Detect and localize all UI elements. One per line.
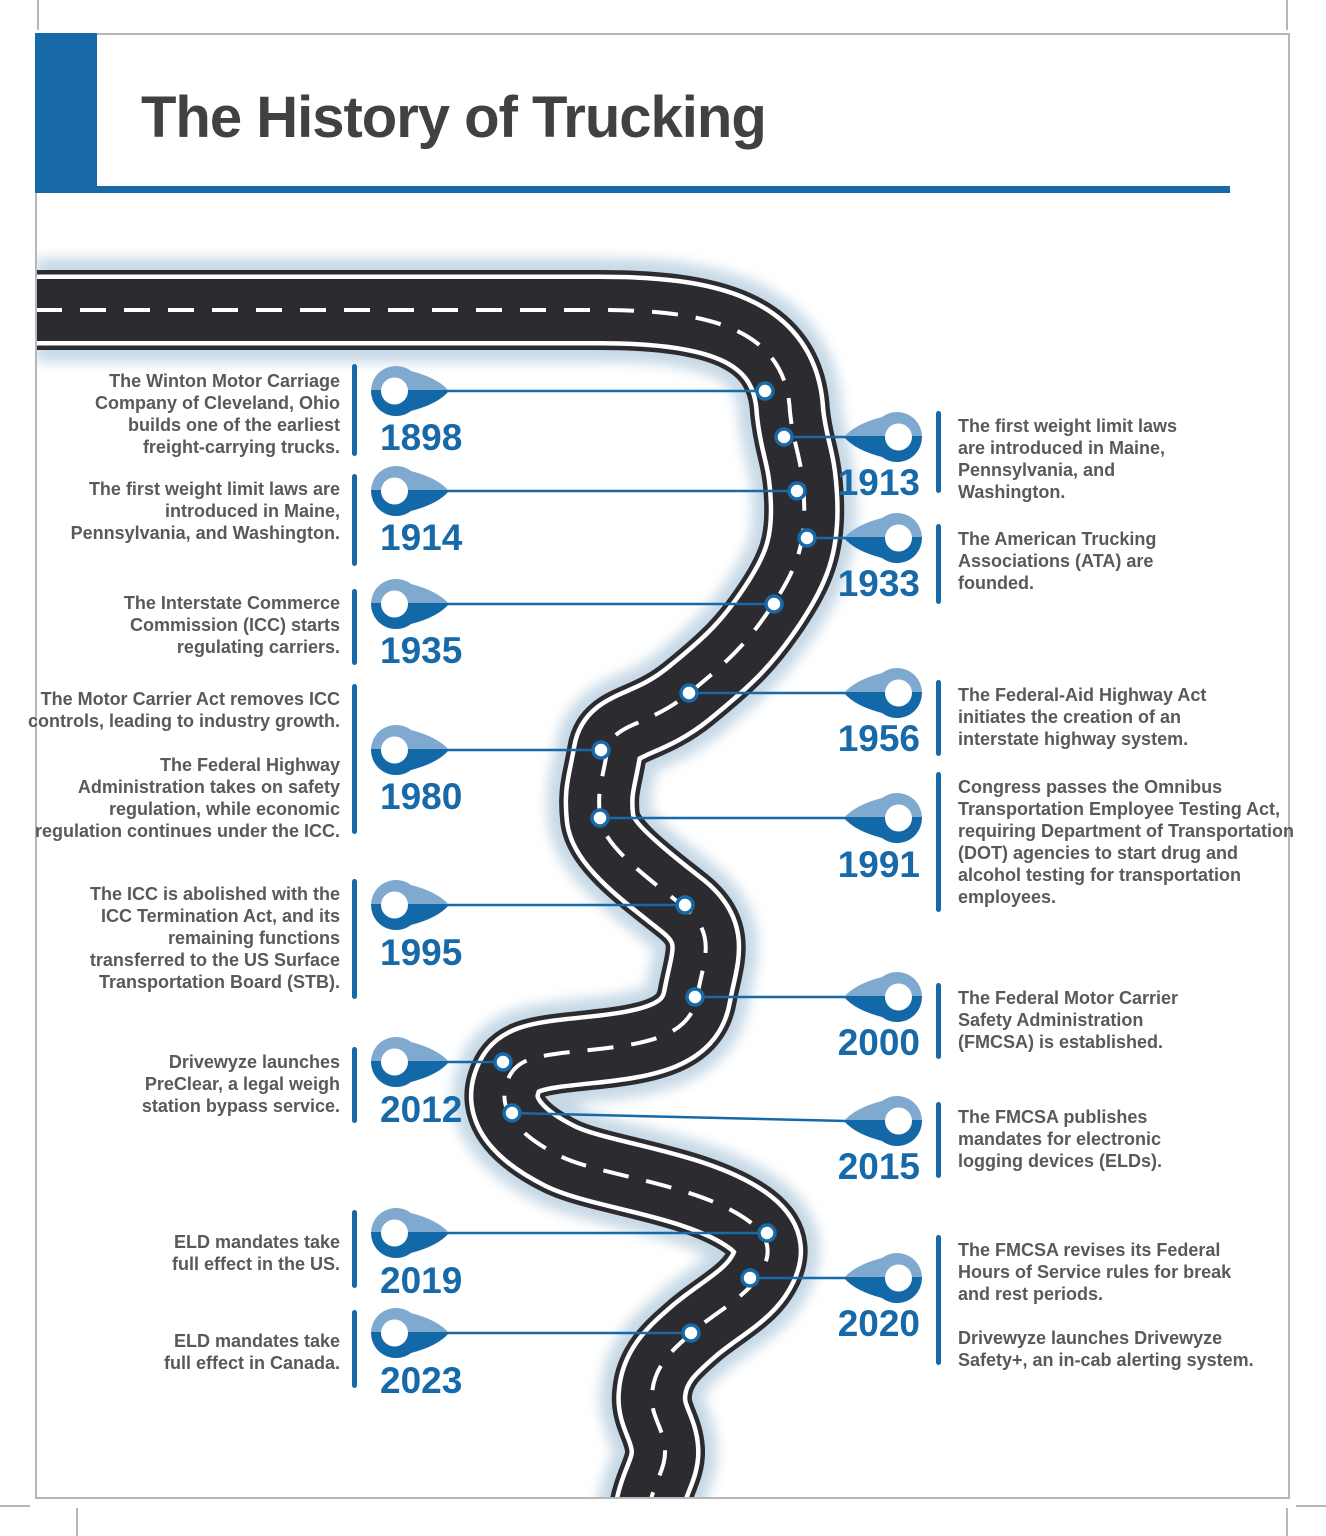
connector-lines	[446, 389, 847, 1335]
road-node-1980	[591, 740, 611, 760]
event-text-1914: The first weight limit laws are introduc…	[70, 479, 340, 543]
pin-1991	[844, 793, 922, 843]
year-label-2023: 2023	[380, 1360, 463, 1401]
pin-1935	[371, 579, 449, 629]
page-gap-line	[0, 1505, 30, 1507]
road-node-1914	[787, 481, 807, 501]
event-text-1956: The Federal-Aid Highway Act initiates th…	[958, 685, 1207, 749]
year-label-2015: 2015	[837, 1146, 920, 1187]
event-text-1898: The Winton Motor Carriage Company of Cle…	[94, 371, 340, 457]
pin-1898	[371, 366, 449, 416]
event-text-2012: Drivewyze launches PreClear, a legal wei…	[141, 1052, 340, 1116]
divider-bar-2020	[936, 1235, 941, 1365]
road-node-1991	[590, 808, 610, 828]
divider-bar-1980	[352, 684, 357, 834]
page-frame	[35, 33, 1290, 1499]
year-label-2000: 2000	[837, 1022, 920, 1063]
road-node-2000	[685, 987, 705, 1007]
pin-2000	[844, 972, 922, 1022]
header-accent-block	[35, 33, 97, 193]
road-node-1898	[755, 381, 775, 401]
pin-2023	[371, 1308, 449, 1358]
divider-bar-1991	[936, 772, 941, 912]
pin-2019	[371, 1208, 449, 1258]
event-text-2000: The Federal Motor Carrier Safety Adminis…	[958, 988, 1179, 1052]
year-label-1991: 1991	[837, 844, 920, 885]
year-label-1995: 1995	[380, 932, 463, 973]
divider-bar-1914	[352, 474, 357, 566]
connector-2015	[511, 1111, 847, 1123]
event-text-1980: The Motor Carrier Act removes ICC contro…	[27, 689, 340, 841]
year-label-2020: 2020	[837, 1303, 920, 1344]
pin-1980	[371, 725, 449, 775]
road-node-2019	[757, 1223, 777, 1243]
pin-1914	[371, 466, 449, 516]
road-node-1913	[774, 427, 794, 447]
year-label-1933: 1933	[837, 563, 920, 604]
event-text-2020: The FMCSA revises its Federal Hours of S…	[958, 1240, 1254, 1370]
header-underline	[97, 186, 1230, 193]
divider-bar-1913	[936, 411, 941, 493]
page-gap-line	[1286, 1508, 1288, 1536]
event-text-1933: The American Trucking Associations (ATA)…	[958, 529, 1157, 593]
year-label-2012: 2012	[380, 1089, 463, 1130]
divider-bar-2012	[352, 1047, 357, 1123]
divider-bar-1933	[936, 524, 941, 604]
year-label-1935: 1935	[380, 630, 463, 671]
road-nodes	[493, 381, 817, 1343]
year-label-1914: 1914	[380, 517, 463, 558]
road-node-2015	[502, 1103, 522, 1123]
page-gap-line	[1296, 1505, 1326, 1507]
event-text-2019: ELD mandates take full effect in the US.	[171, 1232, 340, 1274]
divider-bar-1995	[352, 879, 357, 999]
year-label-1980: 1980	[380, 776, 463, 817]
divider-bar-1935	[352, 589, 357, 665]
page-gap-line	[76, 1508, 78, 1536]
pin-1913	[844, 412, 922, 462]
pin-2020	[844, 1253, 922, 1303]
year-label-1913: 1913	[837, 462, 920, 503]
year-label-1956: 1956	[837, 718, 920, 759]
road-node-1933	[797, 528, 817, 548]
divider-bar-1898	[352, 364, 357, 456]
event-text-1935: The Interstate Commerce Commission (ICC)…	[123, 593, 340, 657]
pin-2015	[844, 1096, 922, 1146]
divider-bar-1956	[936, 680, 941, 756]
road-node-2012	[493, 1052, 513, 1072]
event-text-1991: Congress passes the Omnibus Transportati…	[958, 777, 1295, 907]
divider-bar-2023	[352, 1310, 357, 1388]
divider-bar-2000	[936, 983, 941, 1059]
pin-2012	[371, 1037, 449, 1087]
event-text-2023: ELD mandates take full effect in Canada.	[163, 1331, 340, 1373]
event-text-2015: The FMCSA publishes mandates for electro…	[958, 1107, 1163, 1171]
road-node-2023	[681, 1323, 701, 1343]
pin-1995	[371, 880, 449, 930]
road-node-1995	[675, 895, 695, 915]
page-gap-line	[37, 0, 39, 30]
divider-bar-2015	[936, 1102, 941, 1178]
divider-bar-2019	[352, 1210, 357, 1288]
road-node-1935	[764, 594, 784, 614]
road-node-1956	[679, 683, 699, 703]
event-text-1995: The ICC is abolished with the ICC Termin…	[89, 884, 340, 992]
year-label-2019: 2019	[380, 1260, 463, 1301]
page-gap-line	[1286, 0, 1288, 30]
page-title: The History of Trucking	[141, 85, 767, 150]
year-label-1898: 1898	[380, 417, 463, 458]
event-text-1913: The first weight limit laws are introduc…	[958, 416, 1178, 502]
road-node-2020	[740, 1268, 760, 1288]
pin-1956	[844, 668, 922, 718]
